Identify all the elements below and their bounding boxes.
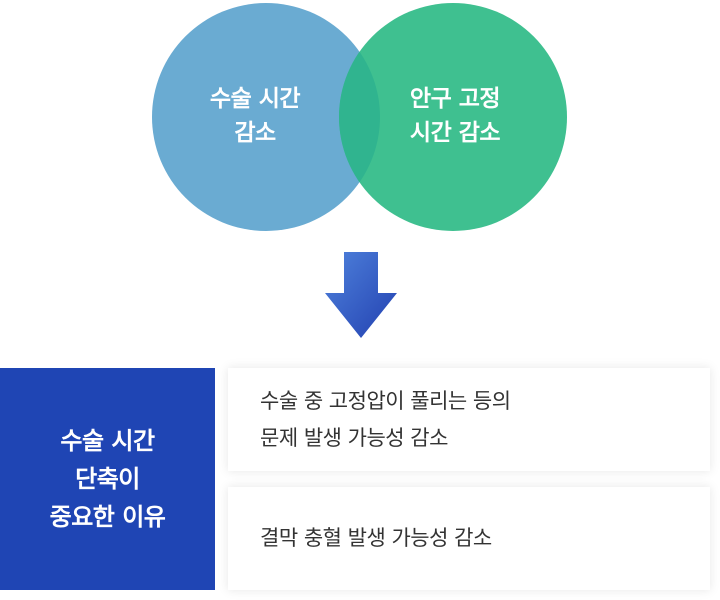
venn-left-label: 수술 시간 감소 — [209, 86, 301, 146]
venn-left-circle — [152, 3, 380, 231]
reason-item: 결막 충혈 발생 가능성 감소 — [228, 487, 710, 590]
venn-right-circle — [339, 3, 567, 231]
venn-right-label: 안구 고정 시간 감소 — [409, 86, 501, 146]
reasons-title: 수술 시간 단축이 중요한 이유 — [49, 427, 166, 531]
reason-item-text: 결막 충혈 발생 가능성 감소 — [260, 526, 492, 550]
venn-svg — [152, 3, 567, 231]
reason-item-text: 수술 중 고정압이 풀리는 등의 문제 발생 가능성 감소 — [260, 388, 511, 450]
reason-item: 수술 중 고정압이 풀리는 등의 문제 발생 가능성 감소 — [228, 368, 710, 471]
arrow-down-icon — [325, 252, 397, 338]
venn-diagram: 수술 시간 감소 안구 고정 시간 감소 — [0, 0, 720, 240]
reasons-title-box: 수술 시간 단축이 중요한 이유 — [0, 368, 215, 590]
